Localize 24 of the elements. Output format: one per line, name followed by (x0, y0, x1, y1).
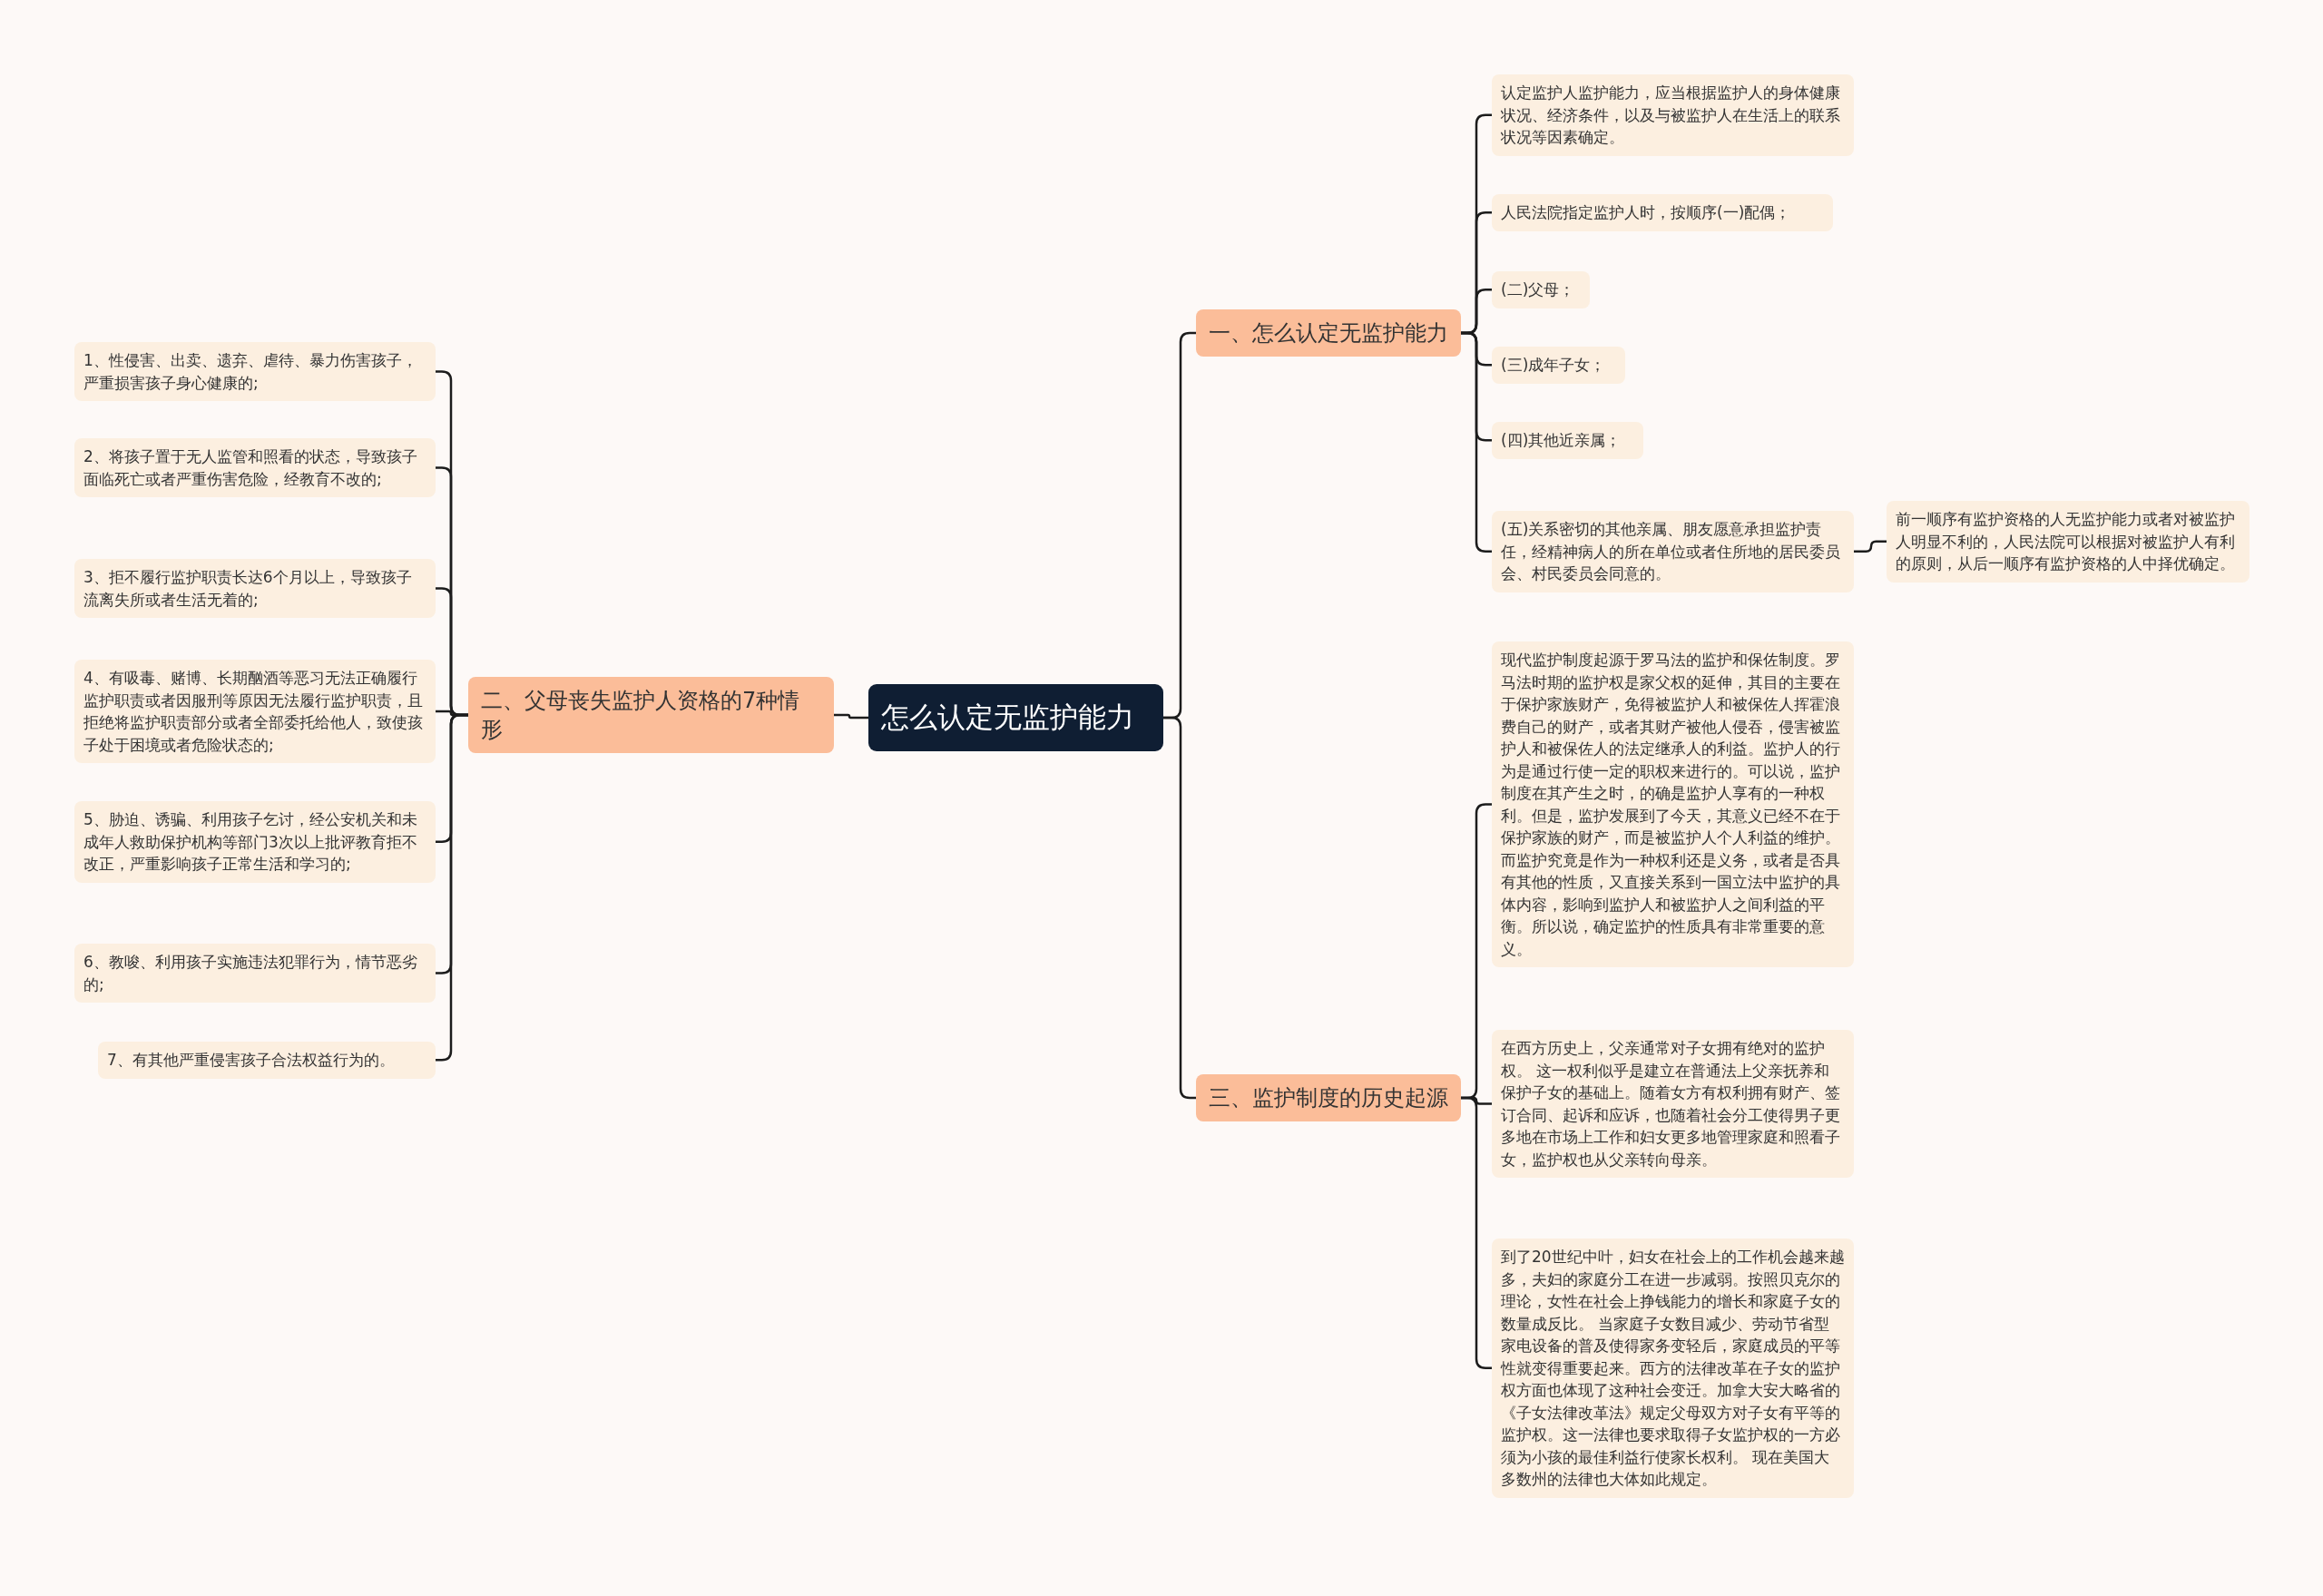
topic-box: (三)成年子女； (1492, 347, 1625, 384)
topic-box: 认定监护人监护能力，应当根据监护人的身体健康状况、经济条件，以及与被监护人在生活上的联系状况等因素确定。 (1492, 74, 1854, 156)
branch-topic-box: 一、怎么认定无监护能力 (1196, 309, 1461, 357)
topic-box: 5、胁迫、诱骗、利用孩子乞讨，经公安机关和未成年人救助保护机构等部门3次以上批评教育拒不改正，严重影响孩子正常生活和学习的; (74, 801, 436, 883)
topic-box: 前一顺序有监护资格的人无监护能力或者对被监护人明显不利的，人民法院可以根据对被监护人有利的原则，从后一顺序有监护资格的人中择优确定。 (1887, 501, 2249, 583)
topic-box: 人民法院指定监护人时，按顺序(一)配偶； (1492, 194, 1833, 231)
topic-box: 2、将孩子置于无人监管和照看的状态，导致孩子面临死亡或者严重伤害危险，经教育不改的; (74, 438, 436, 497)
topic-box: (五)关系密切的其他亲属、朋友愿意承担监护责任，经精神病人的所在单位或者住所地的居民委员会、村民委员会同意的。 (1492, 511, 1854, 592)
topic-box: 4、有吸毒、赌博、长期酗酒等恶习无法正确履行监护职责或者因服刑等原因无法履行监护职责，且拒绝将监护职责部分或者全部委托给他人，致使孩子处于困境或者危险状态的; (74, 660, 436, 763)
topic-box: 3、拒不履行监护职责长达6个月以上，导致孩子流离失所或者生活无着的; (74, 559, 436, 618)
topic-box: (四)其他近亲属； (1492, 422, 1643, 459)
central-topic-box: 怎么认定无监护能力 (868, 684, 1163, 751)
connector-line (834, 713, 868, 720)
topic-box: 7、有其他严重侵害孩子合法权益行为的。 (98, 1042, 436, 1079)
connector-line (1854, 540, 1887, 553)
topic-box: 6、教唆、利用孩子实施违法犯罪行为，情节恶劣的; (74, 944, 436, 1003)
branch-topic-box: 二、父母丧失监护人资格的7种情形 (468, 677, 834, 753)
branch-topic-box: 三、监护制度的历史起源 (1196, 1074, 1461, 1121)
topic-box: 到了20世纪中叶，妇女在社会上的工作机会越来越多，夫妇的家庭分工在进一步减弱。按照贝克尔的理论，女性在社会上挣钱能力的增长和家庭子女的数量成反比。 当家庭子女数目减少、劳动节省型家电设备的普及使得家务变轻后，家庭成员的平等性就变得重要起来。西方的法律改革在子女的监护权方面也体现了这种社会变迁。加拿大安大略省的《子女法律改革法》规定父母双方对子女有平等的监护权。这一法律也要求取得子女监护权的一方必须为小孩的最佳利益行使家长权利。 现在美国大多数州的法律也大体如此规定。 (1492, 1239, 1854, 1498)
connector-line (1461, 1096, 1492, 1369)
topic-box: (二)父母； (1492, 271, 1590, 308)
topic-box: 在西方历史上，父亲通常对子女拥有绝对的监护权。 这一权利似乎是建立在普通法上父亲抚养和保护子女的基础上。随着女方有权利拥有财产、签订合同、起诉和应诉，也随着社会分工使得男子更多地在市场上工作和妇女更多地管理家庭和照看子女，监护权也从父亲转向母亲。 (1492, 1030, 1854, 1178)
topic-box: 现代监护制度起源于罗马法的监护和保佐制度。罗马法时期的监护权是家父权的延伸，其目的主要在于保护家族财产，免得被监护人和被保佐人挥霍浪费自己的财产，或者其财产被他人侵吞，侵害被监护人和被保佐人的法定继承人的利益。监护人的行为是通过行使一定的职权来进行的。可以说，监护制度在其产生之时，的确是监护人享有的一种权利。但是，监护发展到了今天，其意义已经不在于保护家族的财产，而是被监护人个人利益的维护。而监护究竟是作为一种权利还是义务，或者是否具有其他的性质，又直接关系到一国立法中监护的具体内容，影响到监护人和被监护人之间利益的平衡。所以说，确定监护的性质具有非常重要的意义。 (1492, 641, 1854, 967)
topic-box: 1、性侵害、出卖、遗弃、虐待、暴力伤害孩子，严重损害孩子身心健康的; (74, 342, 436, 401)
